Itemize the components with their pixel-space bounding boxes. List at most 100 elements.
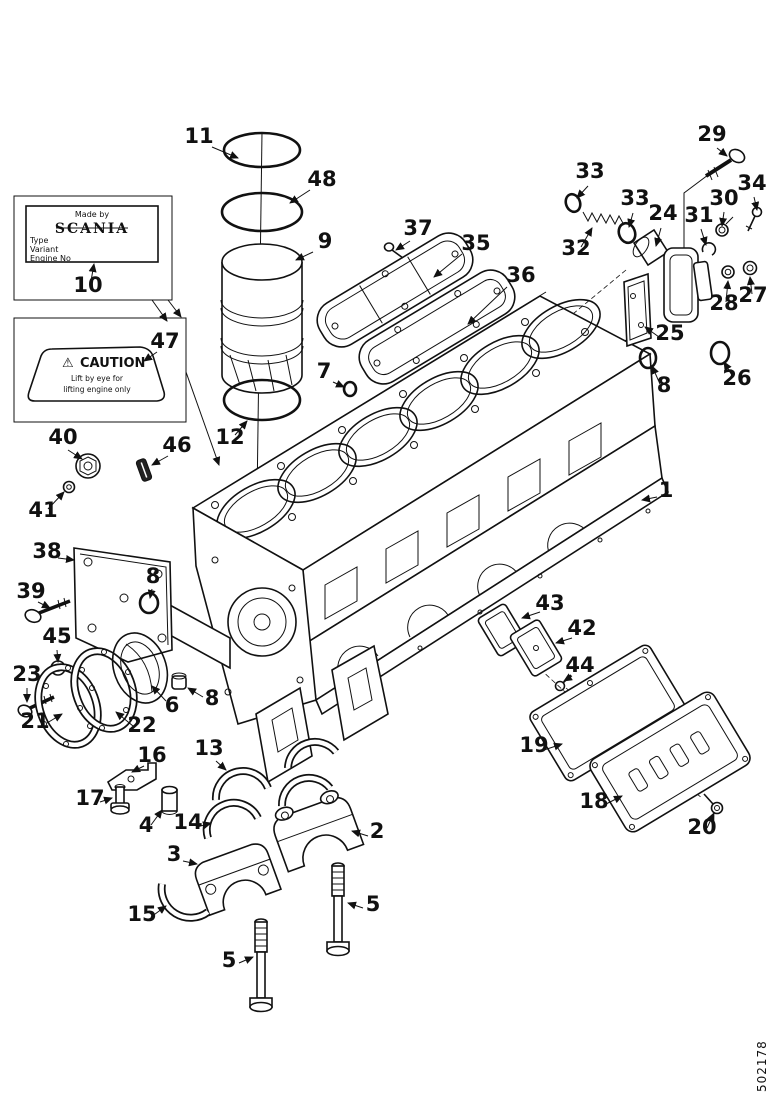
- part-26-o-ring: [709, 340, 731, 366]
- part-label-22: 22: [127, 713, 156, 737]
- part-label-29: 29: [697, 122, 726, 146]
- part-label-36: 36: [506, 263, 535, 287]
- part-17-bolt: [110, 784, 130, 815]
- part-label-30: 30: [709, 186, 738, 210]
- part-25-gasket-plate: [623, 272, 652, 348]
- part-35-cover: [316, 232, 474, 348]
- part-28-plug: [721, 265, 735, 279]
- part-label-31: 31: [684, 203, 713, 227]
- part-label-24: 24: [648, 201, 677, 225]
- part-38-bracket: [73, 547, 173, 663]
- part-label-27: 27: [738, 283, 767, 307]
- part-label-43: 43: [535, 591, 564, 615]
- part-36-gasket: [358, 269, 516, 385]
- variant-field-label: Variant: [30, 245, 58, 254]
- made-by-text: Made by: [75, 210, 109, 219]
- part-41-washer: [62, 480, 76, 494]
- part-label-17: 17: [75, 786, 104, 810]
- cylinder-bores: [216, 298, 601, 540]
- part-12-sealing-ring: [222, 378, 302, 422]
- part-label-39: 39: [16, 579, 45, 603]
- part-label-32: 32: [561, 236, 590, 260]
- part-20-bolt: [703, 793, 724, 815]
- part-33-o-ring-left: [564, 192, 582, 214]
- part-label-5-left: 5: [222, 948, 237, 972]
- part-27-plug: [742, 260, 758, 276]
- part-label-12: 12: [215, 425, 244, 449]
- part-label-34: 34: [737, 171, 766, 195]
- part-label-46: 46: [162, 433, 191, 457]
- figure-number: 502178: [755, 1040, 769, 1092]
- type-field-label: Type: [29, 236, 48, 245]
- part-label-3: 3: [167, 842, 182, 866]
- part-label-9: 9: [318, 229, 333, 253]
- part-44-bolt: [554, 674, 572, 692]
- part-label-5-right: 5: [366, 892, 381, 916]
- part-3-main-bearing-cap: [194, 843, 282, 917]
- part-label-37: 37: [403, 216, 432, 240]
- part-label-21: 21: [20, 709, 49, 733]
- part-label-44: 44: [565, 653, 594, 677]
- part-1-cylinder-block: [167, 291, 670, 784]
- part-label-33-right: 33: [620, 186, 649, 210]
- part-21-gasket: [34, 663, 102, 749]
- part-39-bolt: [24, 597, 71, 624]
- part-15-thrust-washer: [157, 883, 211, 922]
- part-label-19: 19: [519, 733, 548, 757]
- part-2-main-bearing-cap: [273, 790, 365, 873]
- part-34-bolt: [745, 206, 763, 232]
- part-40-plug: [75, 453, 101, 479]
- part-label-48: 48: [307, 167, 336, 191]
- part-label-1: 1: [659, 478, 674, 502]
- part-18-side-cover: [589, 691, 751, 833]
- part-7-plug: [342, 380, 358, 398]
- bolt-29-assembly-line: [683, 171, 713, 252]
- front-face-windows: [324, 422, 602, 620]
- caution-line2: lifting engine only: [63, 385, 131, 394]
- part-47-caution-plate: ⚠ CAUTION Lift by eye for lifting engine…: [13, 317, 221, 466]
- caution-heading: CAUTION: [80, 356, 145, 371]
- part-label-10: 10: [73, 273, 102, 297]
- part-label-42: 42: [567, 616, 596, 640]
- part-label-6: 6: [165, 693, 180, 717]
- part-label-41: 41: [28, 498, 57, 522]
- part-37-bolt: [383, 242, 404, 259]
- part-8-plug-bottom: [171, 672, 187, 690]
- part-label-15: 15: [127, 902, 156, 926]
- part-22-gasket: [70, 647, 138, 733]
- part-label-45: 45: [42, 624, 71, 648]
- part-9-cylinder-liner: [220, 243, 304, 394]
- part-32-spring: [582, 211, 625, 226]
- part-10-name-plate: Made by SCANIA Type Variant Engine No: [13, 195, 182, 322]
- part-label-11: 11: [184, 124, 213, 148]
- part-33-o-ring-right: [617, 221, 637, 245]
- engine-no-field-label: Engine No: [30, 254, 71, 263]
- caution-line1: Lift by eye for: [71, 374, 124, 383]
- part-5-bolt-right: [326, 862, 350, 957]
- part-label-14: 14: [173, 810, 202, 834]
- part-label-4: 4: [139, 813, 154, 837]
- part-48-ring: [220, 191, 304, 233]
- part-label-25: 25: [655, 321, 684, 345]
- part-number-labels: 11 48 9 37 35 36 33 33 32 24 29 30 34 31…: [12, 122, 767, 972]
- part-13-bearing-shell: [211, 737, 340, 801]
- part-42-cover: [509, 619, 563, 677]
- part-4-pin: [161, 785, 178, 815]
- part-46-seal: [135, 458, 153, 482]
- warning-triangle-icon: ⚠: [62, 356, 74, 371]
- part-label-28: 28: [709, 291, 738, 315]
- part-label-18: 18: [579, 789, 608, 813]
- part-29-bolt: [704, 148, 746, 181]
- bearing-pedestals: [255, 644, 389, 784]
- part-24-oil-valve-housing: [632, 228, 713, 323]
- part-label-8-right: 8: [657, 373, 672, 397]
- part-31-washer: [701, 242, 717, 256]
- part-label-16: 16: [137, 743, 166, 767]
- part-label-40: 40: [48, 425, 77, 449]
- part-label-8-left: 8: [146, 564, 161, 588]
- part-label-23: 23: [12, 662, 41, 686]
- part-label-20: 20: [687, 815, 716, 839]
- part-5-bolt-left: [249, 918, 273, 1013]
